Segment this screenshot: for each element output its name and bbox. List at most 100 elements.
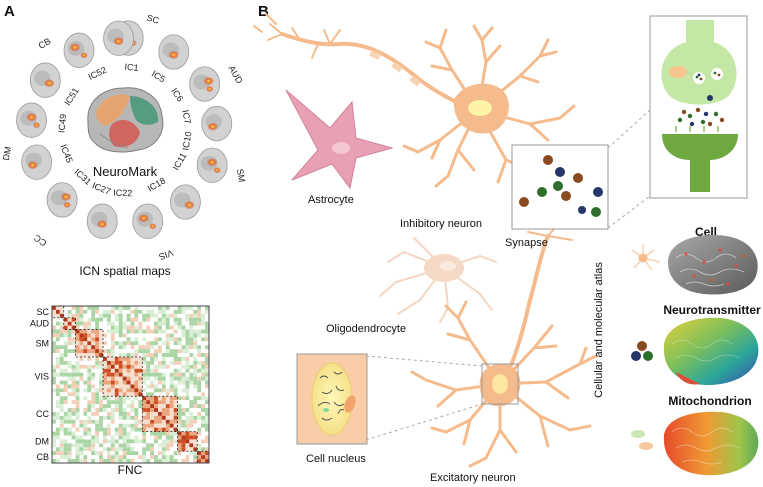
- fnc-cell: [114, 333, 119, 338]
- fnc-cell: [130, 396, 135, 401]
- fnc-cell: [134, 384, 139, 389]
- fnc-cell: [181, 447, 186, 452]
- fnc-cell: [103, 427, 107, 432]
- domain-label: AUD: [227, 64, 245, 86]
- fnc-cell: [67, 419, 72, 424]
- fnc-cell: [161, 368, 166, 373]
- inhibitory-neuron: [402, 24, 576, 188]
- fnc-cell: [71, 419, 76, 424]
- fnc-cell: [185, 360, 190, 365]
- fnc-cell: [63, 317, 68, 322]
- fnc-cell: [83, 368, 88, 373]
- fnc-cell: [114, 376, 119, 381]
- fnc-cell: [55, 376, 60, 381]
- fnc-cell: [197, 306, 202, 310]
- fnc-cell: [114, 329, 119, 334]
- fnc-row-label: SM: [36, 338, 50, 348]
- fnc-cell: [193, 404, 198, 409]
- fnc-cell: [189, 431, 194, 436]
- fnc-cell: [169, 309, 174, 314]
- fnc-cell: [177, 372, 182, 377]
- fnc-cell: [122, 357, 127, 361]
- fnc-cell: [173, 408, 178, 412]
- fnc-cell: [177, 357, 182, 361]
- fnc-cell: [75, 415, 80, 420]
- fnc-cell: [59, 451, 64, 456]
- fnc-cell: [154, 380, 158, 385]
- fnc-cell: [63, 455, 68, 460]
- fnc-cell: [201, 380, 206, 385]
- fnc-cell: [99, 364, 104, 369]
- fnc-cell: [185, 329, 190, 334]
- fnc-cell: [79, 306, 84, 310]
- fnc-cell: [154, 368, 158, 373]
- fnc-cell: [138, 415, 143, 420]
- fnc-cell: [71, 353, 76, 358]
- fnc-cell: [130, 368, 135, 373]
- fnc-cell: [193, 392, 198, 397]
- fnc-cell: [95, 396, 100, 401]
- fnc-cell: [185, 376, 190, 381]
- fnc-cell: [154, 419, 158, 424]
- fnc-cell: [157, 419, 162, 424]
- fnc-cell: [126, 396, 131, 401]
- fnc-cell: [95, 431, 100, 436]
- fnc-cell: [71, 396, 76, 401]
- fnc-cell: [91, 345, 96, 350]
- fnc-cell: [75, 376, 80, 381]
- fnc-cell: [91, 329, 96, 334]
- fnc-cell: [63, 388, 68, 393]
- fnc-cell: [83, 419, 88, 424]
- fnc-cell: [114, 341, 119, 346]
- fnc-cell: [165, 341, 170, 346]
- fnc-cell: [150, 364, 155, 369]
- fnc-cell: [118, 396, 123, 401]
- fnc-cell: [181, 380, 186, 385]
- fnc-cell: [157, 404, 162, 409]
- fnc-cell: [165, 415, 170, 420]
- fnc-cell: [91, 400, 96, 405]
- fnc-cell: [118, 419, 123, 424]
- fnc-cell: [142, 447, 147, 452]
- fnc-cell: [52, 368, 56, 373]
- fnc-cell: [134, 455, 139, 460]
- fnc-cell: [59, 349, 64, 354]
- fnc-cell: [103, 376, 107, 381]
- fnc-cell: [67, 447, 72, 452]
- fnc-cell: [161, 349, 166, 354]
- fnc-cell: [185, 404, 190, 409]
- fnc-cell: [83, 321, 88, 326]
- fnc-cell: [67, 396, 72, 401]
- fnc-cell: [138, 408, 143, 412]
- fnc-cell: [87, 415, 92, 420]
- fnc-cell: [189, 447, 194, 452]
- fnc-cell: [126, 306, 131, 310]
- fnc-cell: [130, 431, 135, 436]
- fnc-cell: [134, 368, 139, 373]
- fnc-cell: [75, 439, 80, 444]
- fnc-cell: [106, 419, 111, 424]
- fnc-cell: [154, 415, 158, 420]
- fnc-cell: [55, 333, 60, 338]
- fnc-cell: [157, 443, 162, 448]
- fnc-cell: [110, 443, 115, 448]
- fnc-cell: [99, 400, 104, 405]
- fnc-cell: [189, 392, 194, 397]
- fnc-cell: [161, 372, 166, 377]
- fnc-cell: [161, 392, 166, 397]
- fnc-cell: [63, 309, 68, 314]
- fnc-cell: [83, 364, 88, 369]
- fnc-cell: [79, 431, 84, 436]
- fnc-cell: [205, 451, 209, 456]
- fnc-cell: [59, 329, 64, 334]
- fnc-cell: [165, 313, 170, 318]
- fnc-cell: [130, 353, 135, 358]
- fnc-cell: [118, 380, 123, 385]
- astrocyte-label: Astrocyte: [308, 194, 354, 206]
- fnc-cell: [87, 435, 92, 440]
- fnc-cell: [87, 357, 92, 361]
- fnc-cell: [165, 419, 170, 424]
- fnc-cell: [91, 431, 96, 436]
- fnc-cell: [87, 376, 92, 381]
- fnc-domain-block: [75, 329, 104, 358]
